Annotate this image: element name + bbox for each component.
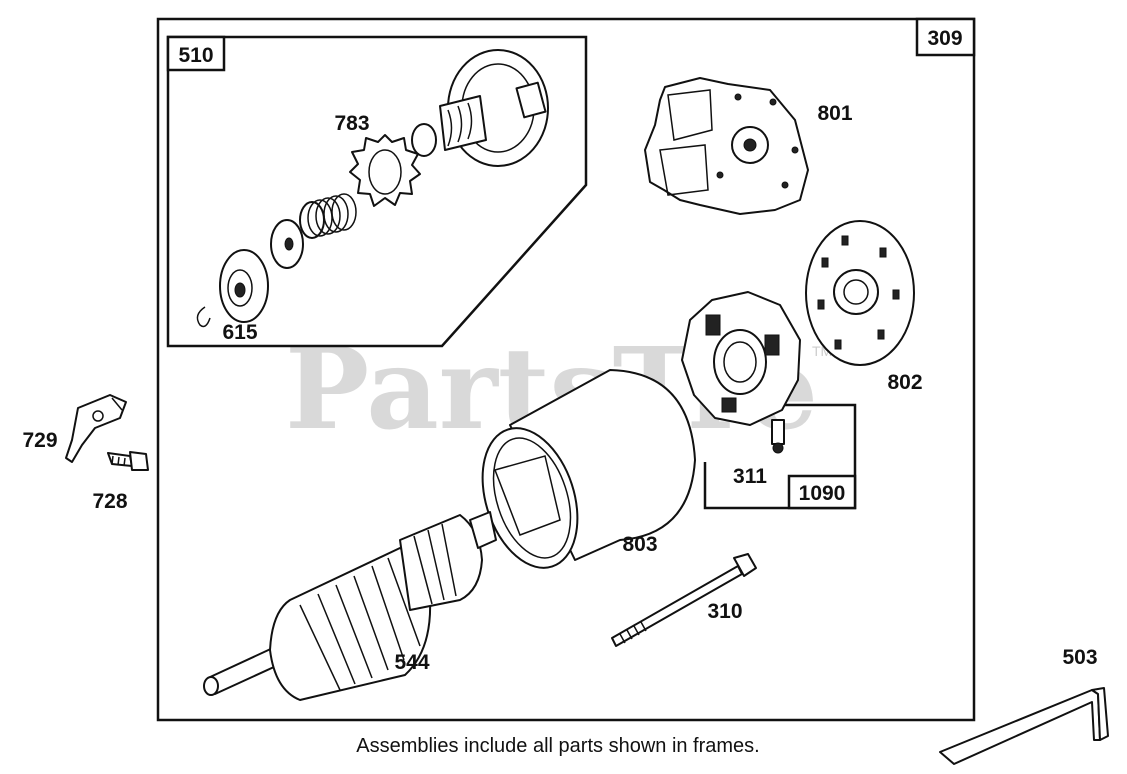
part-503-drawing[interactable] (939, 687, 1109, 765)
frame-309-label[interactable]: 309 (927, 27, 962, 50)
frame-309 (156, 17, 976, 722)
part-729-drawing[interactable] (65, 394, 127, 463)
part-801-label[interactable]: 801 (817, 102, 852, 125)
part-311-drawing[interactable] (681, 291, 801, 454)
frame-510-label[interactable]: 510 (178, 44, 213, 67)
part-728-label[interactable]: 728 (92, 490, 127, 513)
part-615-drawing[interactable] (196, 249, 269, 328)
part-802-label[interactable]: 802 (887, 371, 922, 394)
part-802-drawing[interactable] (805, 220, 915, 366)
frame-1090-tag (787, 474, 857, 510)
part-503-label[interactable]: 503 (1062, 646, 1097, 669)
part-544-drawing[interactable] (203, 511, 497, 701)
part-728-drawing[interactable] (107, 451, 149, 471)
frame-1090-label[interactable]: 1090 (799, 482, 846, 505)
part-310-drawing[interactable] (611, 553, 757, 647)
part-615-label[interactable]: 615 (222, 321, 257, 344)
part-803-label[interactable]: 803 (622, 533, 657, 556)
part-310-label[interactable]: 310 (707, 600, 742, 623)
part-803-drawing[interactable] (466, 369, 696, 580)
part-729-label[interactable]: 729 (22, 429, 57, 452)
part-783-label[interactable]: 783 (334, 112, 369, 135)
frame-510-tag (166, 35, 226, 72)
footer-caption: Assemblies include all parts shown in fr… (356, 735, 760, 757)
frame-309-tag (915, 17, 976, 57)
part-783-drawing[interactable] (270, 49, 549, 269)
frame-510 (166, 35, 588, 348)
part-801-drawing[interactable] (644, 77, 809, 215)
part-544-label[interactable]: 544 (394, 651, 429, 674)
part-311-label[interactable]: 311 (733, 465, 767, 488)
